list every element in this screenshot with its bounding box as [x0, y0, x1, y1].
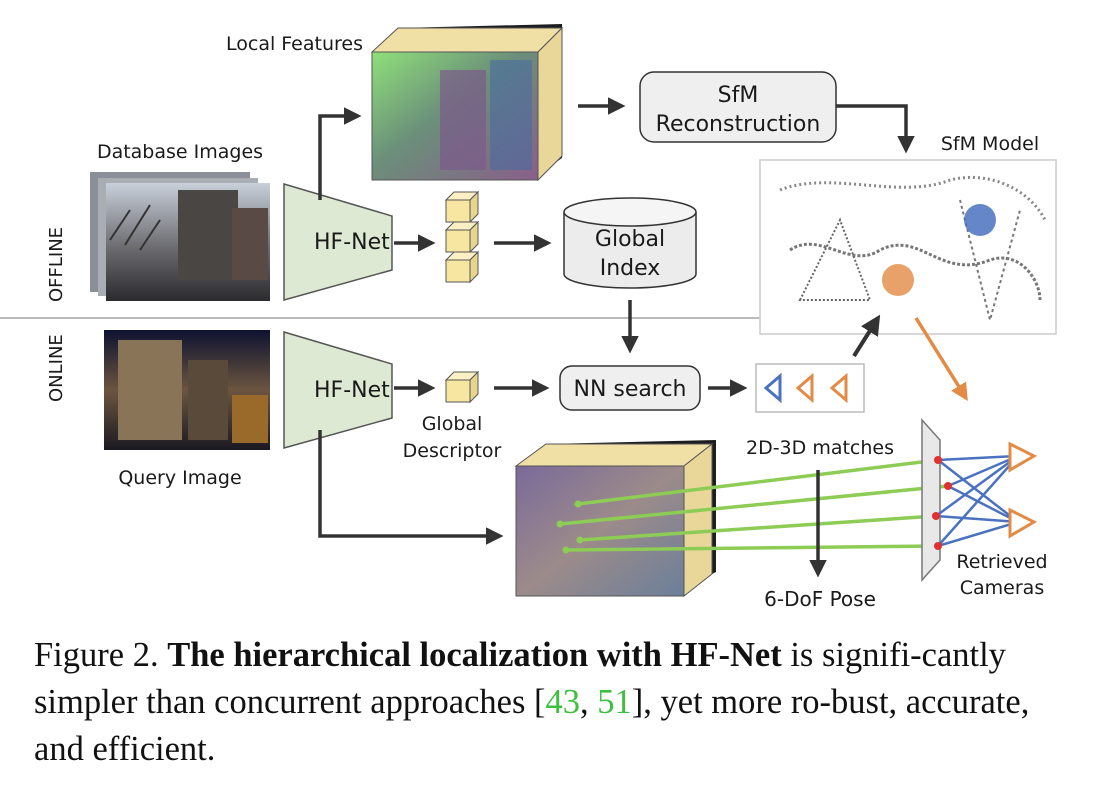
database-images-label: Database Images: [97, 141, 263, 163]
citation-43-link[interactable]: 43: [545, 683, 581, 721]
retrieved-cameras: [1008, 441, 1038, 539]
caption-bold-title: The hierarchical localization with HF-Ne…: [167, 636, 782, 674]
matches-label: 2D-3D matches: [746, 437, 894, 459]
hfnet-bottom-label: HF-Net: [314, 378, 390, 403]
citation-51-link[interactable]: 51: [597, 683, 632, 721]
local-features-stack: [370, 24, 564, 182]
caption-separator: ,: [580, 683, 598, 721]
global-index-line1: Global: [595, 227, 665, 252]
sfm-box-line1: SfM: [718, 83, 759, 108]
match-lines: [556, 458, 949, 554]
query-global-descriptor: [444, 370, 480, 404]
retrieved-cameras-line2: Cameras: [960, 577, 1044, 599]
hfnet-top-label: HF-Net: [314, 230, 390, 255]
arrow-candidates-to-model: [852, 314, 881, 358]
hfnet-pipeline-figure: OFFLINE ONLINE Database Images Query Ima…: [0, 24, 1057, 611]
caption-text-1: is signifi-cantly simpler than concurren…: [34, 636, 1006, 721]
query-local-features-stack: [514, 440, 716, 598]
nn-search-label: NN search: [574, 377, 687, 402]
offline-label: OFFLINE: [46, 227, 67, 302]
sfm-box-line2: Reconstruction: [656, 112, 821, 137]
query-image-label: Query Image: [118, 467, 241, 489]
scene-structure: [921, 418, 1019, 582]
database-images: [90, 172, 270, 301]
figure-caption: Figure 2. The hierarchical localization …: [34, 632, 1064, 773]
hfnet-bottom-block: [283, 330, 393, 449]
nn-search-box: [559, 365, 701, 411]
arrow-hfnet-to-local-features: [318, 107, 362, 200]
caption-prefix: Figure 2.: [34, 636, 168, 674]
global-descriptor-stack: [444, 190, 480, 284]
global-index-cylinder: [563, 197, 697, 289]
retrieved-candidates: [755, 363, 865, 413]
arrow-model-to-cameras: [914, 317, 968, 401]
arrow-sfm-to-model: [836, 104, 915, 154]
online-label: ONLINE: [46, 334, 67, 402]
global-index-line2: Index: [600, 256, 661, 281]
query-image: [104, 330, 270, 450]
global-descriptor-line2: Descriptor: [403, 440, 502, 462]
global-descriptor-line1: Global: [422, 413, 483, 435]
caption-text-2: ], yet more ro-bust, accurate, and effic…: [34, 683, 1030, 768]
pose-label: 6-DoF Pose: [764, 587, 876, 611]
sfm-model-pointcloud: [759, 159, 1057, 335]
arrow-query-hfnet-to-local-features: [318, 430, 504, 545]
sfm-model-label: SfM Model: [941, 133, 1039, 155]
hfnet-top-block: [283, 182, 393, 301]
retrieved-cameras-line1: Retrieved: [956, 551, 1047, 573]
local-features-label: Local Features: [226, 33, 363, 55]
